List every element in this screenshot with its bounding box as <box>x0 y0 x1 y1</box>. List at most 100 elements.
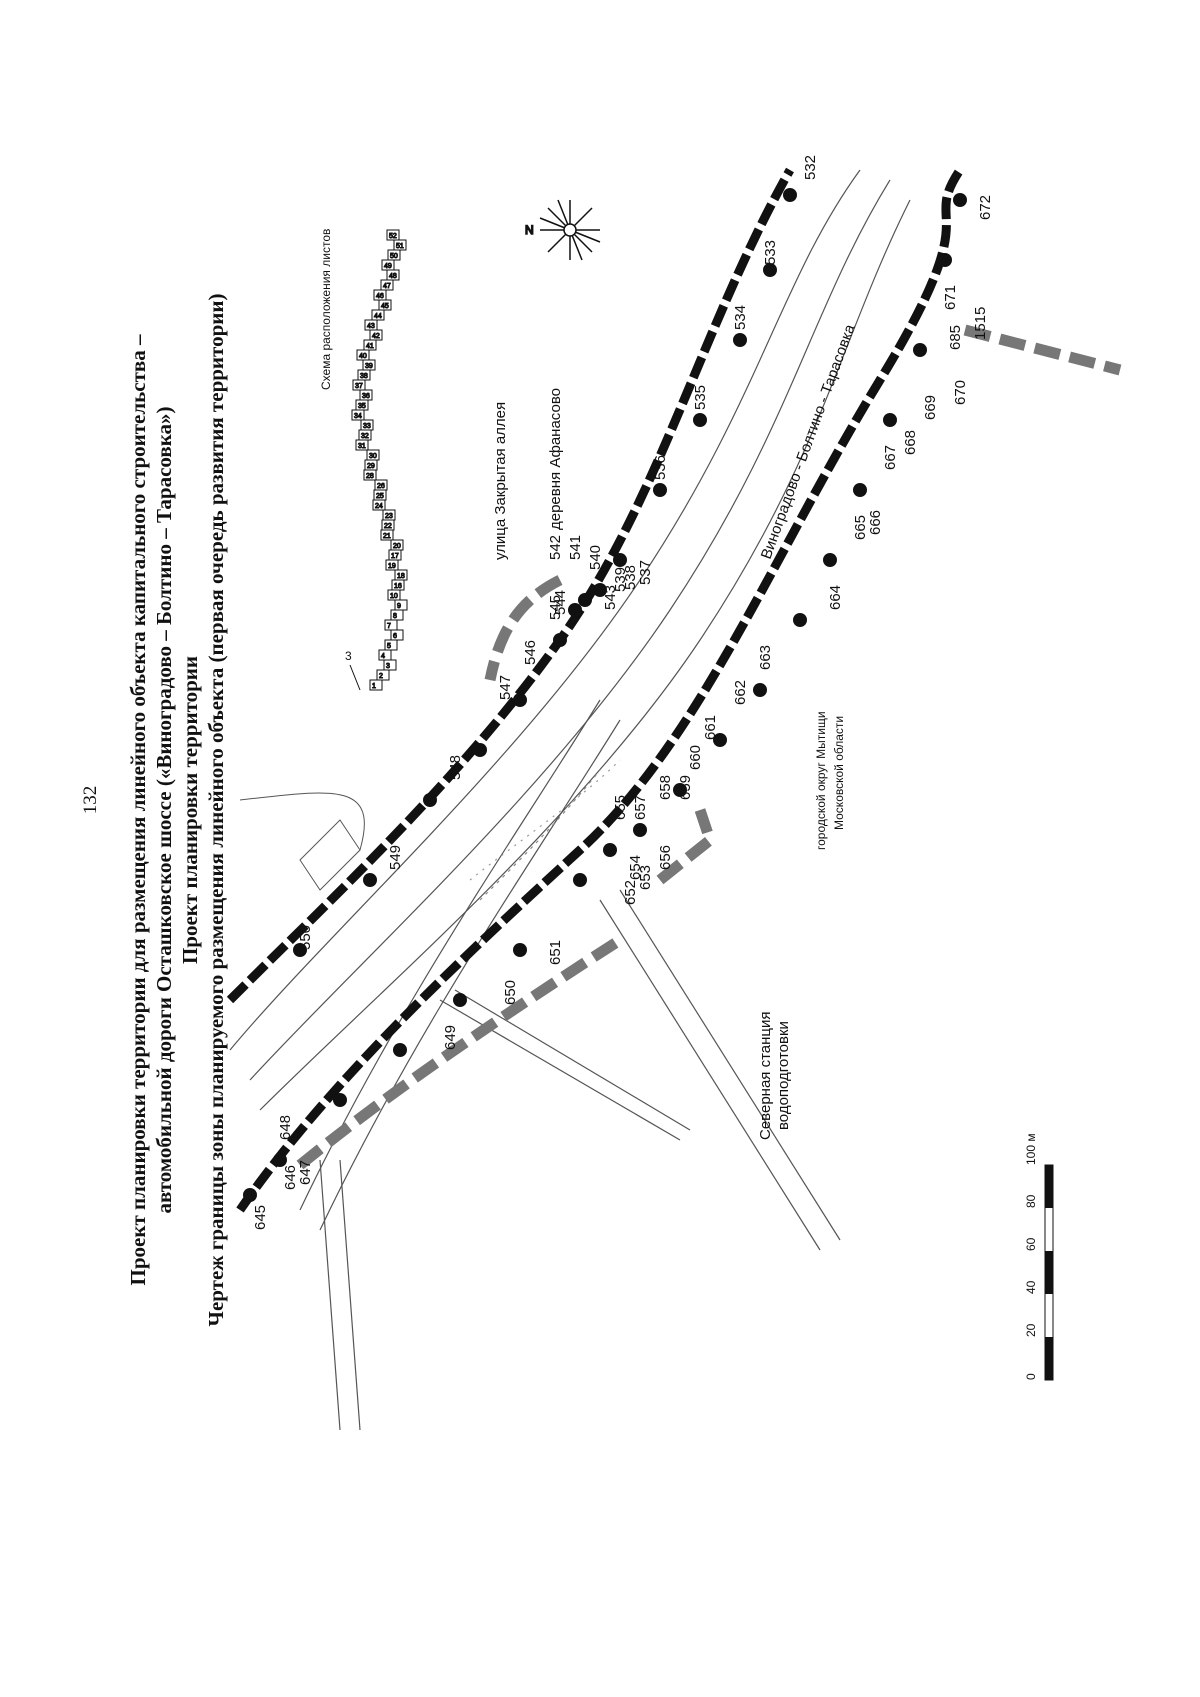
point-label-685: 685 <box>947 325 964 350</box>
point-label-672: 672 <box>977 195 994 220</box>
point-label-659: 659 <box>677 775 694 800</box>
inset-sheet-number: 41 <box>366 343 374 350</box>
point-label-668: 668 <box>902 430 919 455</box>
inset-sheet-number: 28 <box>366 473 374 480</box>
inset-sheet-cell <box>360 419 374 431</box>
alley-label: улица Закрытая аллея <box>492 402 509 560</box>
point-label-661: 661 <box>702 715 719 740</box>
point-label-545: 545 <box>547 595 564 620</box>
point-label-542: 542 <box>547 535 564 560</box>
inset-sheet-number: 34 <box>354 413 362 420</box>
scale-tick-label: 40 <box>1024 1280 1038 1294</box>
point-label-537: 537 <box>637 560 654 585</box>
inset-sheet-number: 3 <box>386 663 390 670</box>
inset-sheet-number: 6 <box>393 633 397 640</box>
boundary-top <box>226 167 797 1004</box>
inset-sheet-cell <box>394 569 408 581</box>
inset-sheet-number: 37 <box>355 383 363 390</box>
boundary-bottom <box>236 167 967 1213</box>
inset-sheet-number: 30 <box>369 453 377 460</box>
village-label: деревня Афанасово <box>547 388 564 530</box>
point-label-532: 532 <box>802 155 819 180</box>
point-label-647: 647 <box>297 1160 314 1185</box>
inset-sheet-number: 26 <box>377 483 385 490</box>
point-label-656: 656 <box>657 845 674 870</box>
inset-sheet-number: 24 <box>375 503 383 510</box>
scale-tick-label: 0 <box>1024 1373 1038 1380</box>
inset-sheet-number: 9 <box>397 603 401 610</box>
scale-tick-label: 60 <box>1024 1237 1038 1251</box>
compass-rose: N <box>524 199 601 261</box>
point-label-651: 651 <box>547 940 564 965</box>
point-label-533: 533 <box>762 240 779 265</box>
point-label-548: 548 <box>447 755 464 780</box>
station-label-1: Северная станция <box>757 1012 774 1141</box>
point-label-535: 535 <box>692 385 709 410</box>
sheet-layout-inset: Схема расположения листов 3 123456789101… <box>319 229 408 691</box>
point-labels-top: 5325335345355365375385395405415425435445… <box>297 155 819 950</box>
inset-sheet-number: 40 <box>359 353 367 360</box>
point-label-650: 650 <box>502 980 519 1005</box>
inset-sheet-number: 25 <box>376 493 384 500</box>
point-label-539: 539 <box>612 567 629 592</box>
district-label-2: Московской области <box>832 716 846 830</box>
point-label-543: 543 <box>602 585 619 610</box>
inset-sheet-number: 50 <box>390 253 398 260</box>
point-label-534: 534 <box>732 305 749 330</box>
inset-sheet-cell <box>359 389 373 401</box>
inset-sheet-number: 31 <box>358 443 366 450</box>
point-label-549: 549 <box>387 845 404 870</box>
point-label-665: 665 <box>852 515 869 540</box>
point-label-544: 544 <box>552 590 569 615</box>
point-label-653: 653 <box>637 865 654 890</box>
inset-sheet-number: 35 <box>358 403 366 410</box>
point-label-550: 550 <box>297 925 314 950</box>
station-label-2: водоподготовки <box>775 1021 792 1130</box>
inset-sheet-cell <box>371 309 385 321</box>
point-label-671: 671 <box>942 285 959 310</box>
inset-sheet-number: 44 <box>374 313 382 320</box>
inset-sheet-number: 32 <box>361 433 369 440</box>
inset-sheet-cell <box>390 539 404 551</box>
inset-sheet-number: 43 <box>367 323 375 330</box>
inset-sheet-cell <box>356 349 370 361</box>
scale-tick-label: 20 <box>1024 1323 1038 1337</box>
inset-sheet-number: 22 <box>384 523 392 530</box>
point-label-660: 660 <box>687 745 704 770</box>
inset-sheet-cell <box>364 319 378 331</box>
inset-sheet-number: 36 <box>362 393 370 400</box>
inset-sheet-number: 49 <box>384 263 392 270</box>
inset-sheet-cell <box>393 239 407 251</box>
scale-tick-label: 100 м <box>1024 1133 1038 1165</box>
point-label-1515: 1515 <box>972 307 989 340</box>
inset-sheet-number: 17 <box>391 553 399 560</box>
inset-sheet-number: 51 <box>396 243 404 250</box>
inset-sheet-number: 33 <box>363 423 371 430</box>
inset-sheet-number: 48 <box>389 273 397 280</box>
inset-sheet-number: 18 <box>397 573 405 580</box>
inset-sheet-number: 46 <box>376 293 384 300</box>
inset-sheet-number: 20 <box>393 543 401 550</box>
inset-sheet-number: 10 <box>390 593 398 600</box>
inset-sheet-number: 21 <box>383 533 391 540</box>
inset-sheet-number: 38 <box>360 373 368 380</box>
inset-sheet-number: 16 <box>394 583 402 590</box>
point-label-649: 649 <box>442 1025 459 1050</box>
point-label-645: 645 <box>252 1205 269 1230</box>
inset-sheet-cell <box>376 669 390 681</box>
inset-sheet-cell <box>369 679 383 691</box>
inset-sheet-number: 5 <box>387 643 391 650</box>
point-label-657: 657 <box>632 795 649 820</box>
inset-sheet-number: 4 <box>381 653 385 660</box>
inset-sheet-number: 23 <box>385 513 393 520</box>
point-label-540: 540 <box>587 545 604 570</box>
inset-sheet-number: 19 <box>388 563 396 570</box>
inset-sheet-cell <box>382 509 396 521</box>
point-label-652: 652 <box>622 880 639 905</box>
inset-sheet-number: 2 <box>379 673 383 680</box>
point-label-658: 658 <box>657 775 674 800</box>
inset-sheet-cell <box>374 479 388 491</box>
inset-sheet-cell <box>386 229 400 241</box>
district-label-1: городской округ Мытищи <box>814 711 828 850</box>
